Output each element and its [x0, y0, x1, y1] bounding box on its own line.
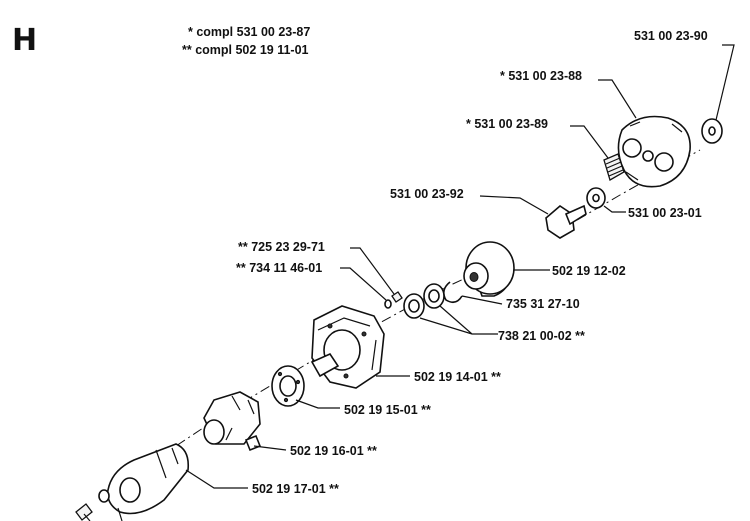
label-725232971: ** 725 23 29-71: [238, 240, 325, 254]
leader-725232971: [350, 247, 395, 295]
leader-531002388: [598, 79, 637, 119]
label-531002390: 531 00 23-90: [634, 29, 708, 43]
label-502191202: 502 19 12-02: [552, 264, 626, 278]
leader-738210002: [419, 305, 498, 335]
leader-531002392: [479, 195, 549, 215]
part-shaft-guard: [106, 443, 190, 515]
legend-single-star: * compl 531 00 23-87: [188, 25, 310, 39]
section-letter: H: [12, 23, 37, 58]
part-gear-adapter: [203, 391, 262, 452]
label-502191401: 502 19 14-01 **: [414, 370, 501, 384]
part-shoulder-bolt: [545, 204, 587, 239]
part-screw-and-washer: [384, 291, 403, 309]
leader-735312710: [461, 295, 503, 305]
label-502191601: 502 19 16-01 **: [290, 444, 377, 458]
part-small-screw: [75, 489, 110, 521]
part-clutch-drum: [463, 241, 515, 297]
part-housing: [310, 305, 385, 389]
leader-734114601: [340, 267, 387, 301]
leader-531002389: [570, 125, 609, 159]
part-spring: [603, 153, 625, 181]
leader-531002301: [603, 205, 626, 213]
legend-double-star: ** compl 502 19 11-01: [182, 43, 309, 57]
label-531002389: * 531 00 23-89: [466, 117, 548, 131]
part-washer-01: [586, 187, 606, 209]
leader-531002390: [715, 44, 735, 121]
label-502191501: 502 19 15-01 **: [344, 403, 431, 417]
label-734114601: ** 734 11 46-01: [236, 261, 322, 275]
label-738210002: 738 21 00-02 **: [498, 329, 585, 343]
label-531002301: 531 00 23-01: [628, 206, 702, 220]
part-gasket: [271, 365, 305, 407]
label-502191701: 502 19 17-01 **: [252, 482, 339, 496]
label-531002392: 531 00 23-92: [390, 187, 464, 201]
part-washer-90: [701, 118, 723, 144]
leader-502191701: [185, 469, 248, 489]
part-clutch-shoes: [617, 115, 691, 188]
label-531002388: * 531 00 23-88: [500, 69, 582, 83]
part-bearings: [403, 283, 445, 319]
leader-offpage-left: [83, 507, 123, 521]
part-circlip: [442, 281, 463, 304]
leader-502191601: [253, 445, 287, 451]
label-735312710: 735 31 27-10: [506, 297, 580, 311]
leader-502191501: [295, 399, 340, 409]
